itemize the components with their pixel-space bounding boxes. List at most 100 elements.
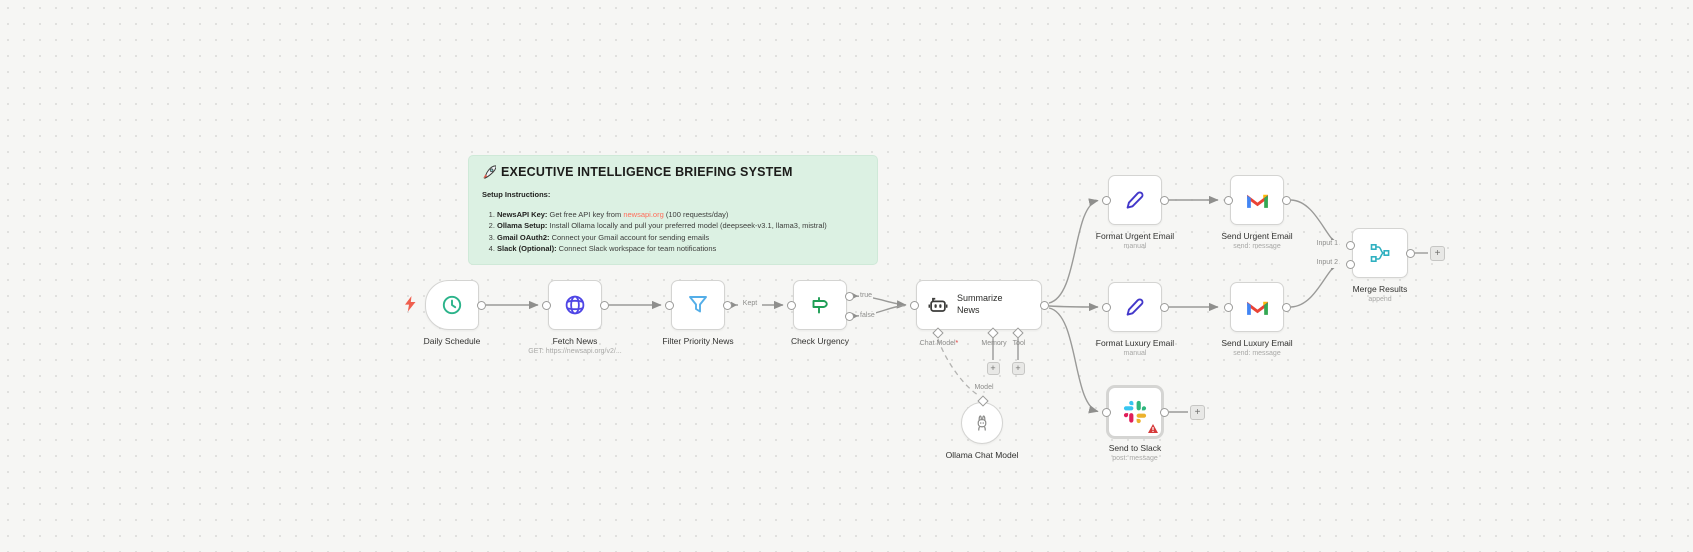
slack-icon — [1123, 400, 1147, 424]
clock-icon — [442, 295, 462, 315]
add-node-after-merge-button[interactable]: + — [1430, 245, 1445, 261]
port-label-tool: Tool — [1012, 340, 1026, 347]
node-send-to-slack-label: Send to Slack — [1108, 443, 1162, 453]
globe-icon — [565, 295, 585, 315]
setup-item-3: Gmail OAuth2: Connect your Gmail account… — [497, 232, 864, 243]
node-merge-results-subtitle: append — [1368, 296, 1392, 303]
port-label-memory: Memory — [981, 340, 1007, 347]
output-port-merge-results[interactable] — [1405, 248, 1415, 258]
node-daily-schedule-label: Daily Schedule — [423, 336, 481, 346]
port-label-true: true — [859, 292, 874, 301]
filter-funnel-icon — [689, 296, 707, 313]
sticky-note[interactable]: EXECUTIVE INTELLIGENCE BRIEFING SYSTEM S… — [468, 155, 878, 265]
input-port-format-urgent[interactable] — [1101, 195, 1111, 205]
add-tool-button[interactable]: + — [1011, 361, 1025, 375]
gmail-icon — [1246, 194, 1268, 208]
output-port-filter-kept[interactable] — [722, 300, 732, 310]
input-port-filter[interactable] — [664, 300, 674, 310]
robot-icon — [928, 297, 948, 312]
node-fetch-news[interactable] — [548, 280, 602, 330]
node-summarize-news[interactable]: Summarize News — [916, 280, 1042, 330]
node-filter-priority-news[interactable] — [671, 280, 725, 330]
node-send-urgent-email-subtitle: send: message — [1233, 243, 1281, 250]
input-port-format-luxury[interactable] — [1101, 302, 1111, 312]
port-label-false: false — [859, 312, 876, 321]
node-send-to-slack[interactable] — [1108, 387, 1162, 437]
input-port-merge-2[interactable] — [1345, 259, 1355, 269]
node-check-urgency[interactable] — [793, 280, 847, 330]
node-send-luxury-email-subtitle: send: message — [1233, 350, 1281, 357]
input-port-send-to-slack[interactable] — [1101, 407, 1111, 417]
chat-model-text: Chat Model — [919, 340, 956, 347]
node-ollama-chat-model-label: Ollama Chat Model — [945, 450, 1019, 460]
output-port-format-urgent[interactable] — [1159, 195, 1169, 205]
output-port-send-luxury[interactable] — [1281, 302, 1291, 312]
node-send-to-slack-subtitle: post: message — [1112, 455, 1158, 462]
node-format-luxury-email-subtitle: manual — [1123, 350, 1147, 357]
input-port-fetch-news[interactable] — [541, 300, 551, 310]
node-ollama-chat-model[interactable] — [961, 402, 1003, 444]
port-label-input2: Input 2 — [1287, 259, 1339, 268]
gmail-icon — [1246, 301, 1268, 315]
setup-instructions-list: NewsAPI Key: Get free API key from newsa… — [482, 209, 864, 254]
output-port-summarize-news[interactable] — [1039, 300, 1049, 310]
sticky-heading: Setup Instructions: — [482, 190, 551, 199]
output-port-check-urgency-false[interactable] — [844, 311, 854, 321]
sticky-title-text: EXECUTIVE INTELLIGENCE BRIEFING SYSTEM — [501, 165, 793, 179]
pen-icon — [1126, 191, 1144, 209]
node-format-luxury-email[interactable] — [1108, 282, 1162, 332]
wire-label-kept: Kept — [738, 300, 762, 309]
node-filter-priority-news-label: Filter Priority News — [662, 336, 734, 346]
output-port-format-luxury[interactable] — [1159, 302, 1169, 312]
port-label-chat-model: Chat Model* — [893, 340, 985, 349]
output-port-fetch-news[interactable] — [599, 300, 609, 310]
node-daily-schedule[interactable] — [425, 280, 479, 330]
sticky-title: EXECUTIVE INTELLIGENCE BRIEFING SYSTEM — [482, 165, 864, 179]
output-port-check-urgency-true[interactable] — [844, 291, 854, 301]
setup-item-1-suffix: (100 requests/day) — [663, 210, 729, 219]
setup-item-4: Slack (Optional): Connect Slack workspac… — [497, 243, 864, 254]
node-merge-results-label: Merge Results — [1352, 284, 1408, 294]
llama-icon — [977, 415, 987, 431]
node-send-luxury-email-label: Send Luxury Email — [1221, 338, 1293, 348]
signpost-icon — [812, 297, 828, 314]
port-label-input1: Input 1 — [1287, 240, 1339, 249]
setup-item-3-text: Connect your Gmail account for sending e… — [549, 232, 710, 242]
add-memory-button[interactable]: + — [986, 361, 1000, 375]
setup-item-4-bold: Slack (Optional): — [497, 243, 557, 253]
output-port-send-to-slack[interactable] — [1159, 407, 1169, 417]
node-fetch-news-label: Fetch News — [552, 336, 598, 346]
node-send-urgent-email-label: Send Urgent Email — [1221, 231, 1293, 241]
trigger-bolt-icon — [405, 296, 416, 312]
node-merge-results[interactable] — [1352, 228, 1408, 278]
setup-item-2-bold: Ollama Setup: — [497, 221, 548, 231]
setup-item-2: Ollama Setup: Install Ollama locally and… — [497, 220, 864, 231]
rocket-icon — [483, 165, 496, 179]
input-port-send-urgent[interactable] — [1223, 195, 1233, 205]
setup-item-4-text: Connect Slack workspace for team notific… — [556, 243, 717, 253]
output-port-daily-schedule[interactable] — [476, 300, 486, 310]
merge-icon — [1370, 243, 1390, 263]
port-label-model: Model — [974, 384, 994, 391]
input-port-merge-1[interactable] — [1345, 240, 1355, 250]
setup-item-1-text: Get free API key from — [547, 210, 624, 219]
setup-item-2-text: Install Ollama locally and pull your pre… — [547, 221, 827, 231]
node-send-luxury-email[interactable] — [1230, 282, 1284, 332]
input-port-summarize-news[interactable] — [909, 300, 919, 310]
input-port-send-luxury[interactable] — [1223, 302, 1233, 312]
setup-item-1: NewsAPI Key: Get free API key from newsa… — [497, 209, 864, 220]
node-check-urgency-label: Check Urgency — [790, 336, 850, 346]
node-send-urgent-email[interactable] — [1230, 175, 1284, 225]
setup-item-3-bold: Gmail OAuth2: — [497, 232, 550, 242]
node-format-luxury-email-label: Format Luxury Email — [1095, 338, 1175, 348]
add-node-after-slack-button[interactable]: + — [1190, 404, 1205, 420]
node-summarize-news-title: Summarize News — [957, 293, 1003, 315]
node-format-urgent-email[interactable] — [1108, 175, 1162, 225]
output-port-send-urgent[interactable] — [1281, 195, 1291, 205]
newsapi-link[interactable]: newsapi.org — [623, 210, 664, 219]
node-format-urgent-email-subtitle: manual — [1123, 243, 1147, 250]
setup-item-1-bold: NewsAPI Key: — [497, 210, 548, 219]
input-port-check-urgency[interactable] — [786, 300, 796, 310]
